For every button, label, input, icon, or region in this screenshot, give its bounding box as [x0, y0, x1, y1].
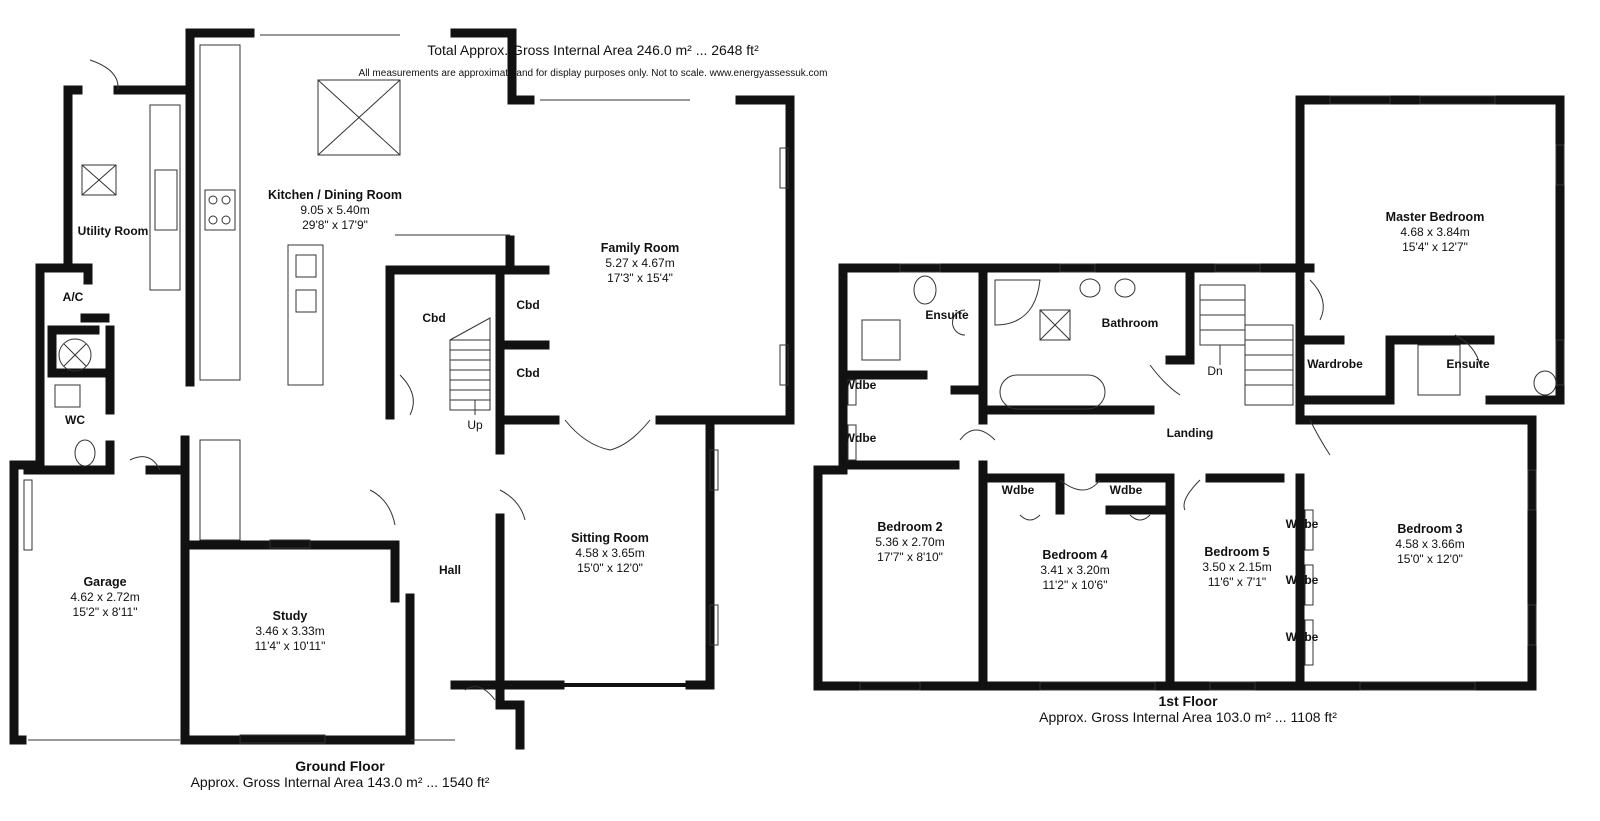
- label-wardrobe-7: Wdbe: [1285, 630, 1319, 644]
- room-metric: 3.50 x 2.15m: [1202, 560, 1272, 574]
- room-metric: 9.05 x 5.40m: [300, 203, 370, 217]
- room-garage: Garage 4.62 x 2.72m 15'2" x 8'11": [25, 575, 185, 620]
- label-utility-room: Utility Room: [77, 224, 149, 238]
- room-metric: 4.68 x 3.84m: [1400, 225, 1470, 239]
- first-floor-caption: 1st Floor Approx. Gross Internal Area 10…: [978, 693, 1398, 725]
- room-kitchen-dining: Kitchen / Dining Room 9.05 x 5.40m 29'8"…: [255, 188, 415, 233]
- room-imperial: 15'2" x 8'11": [72, 605, 138, 619]
- floor-name: Ground Floor: [295, 758, 385, 774]
- label-wardrobe-5: Wdbe: [1285, 517, 1319, 531]
- room-name: Master Bedroom: [1385, 210, 1485, 224]
- room-imperial: 15'0" x 12'0": [577, 561, 643, 575]
- label-wc: WC: [65, 413, 85, 427]
- room-master-bedroom: Master Bedroom 4.68 x 3.84m 15'4" x 12'7…: [1355, 210, 1515, 255]
- floor-area: Approx. Gross Internal Area 103.0 m² ...…: [1039, 709, 1337, 725]
- room-family: Family Room 5.27 x 4.67m 17'3" x 15'4": [560, 241, 720, 286]
- label-wardrobe-6: Wdbe: [1285, 573, 1319, 587]
- room-imperial: 11'4" x 10'11": [254, 639, 326, 653]
- label-landing: Landing: [1166, 426, 1214, 440]
- room-study: Study 3.46 x 3.33m 11'4" x 10'11": [210, 609, 370, 654]
- room-metric: 4.62 x 2.72m: [70, 590, 140, 604]
- room-name: Sitting Room: [571, 531, 649, 545]
- room-name: Kitchen / Dining Room: [267, 188, 403, 202]
- label-wardrobe: Wardrobe: [1307, 357, 1363, 371]
- room-metric: 5.36 x 2.70m: [875, 535, 945, 549]
- room-name: Bedroom 2: [877, 520, 943, 534]
- room-imperial: 17'3" x 15'4": [607, 271, 673, 285]
- label-ensuite-1: Ensuite: [925, 308, 969, 322]
- label-wardrobe-4: Wdbe: [1109, 483, 1143, 497]
- label-wardrobe-3: Wdbe: [1001, 483, 1035, 497]
- label-wardrobe-2: Wdbe: [843, 431, 877, 445]
- label-ac: A/C: [62, 290, 84, 304]
- room-imperial: 15'4" x 12'7": [1402, 240, 1468, 254]
- total-area-title: Total Approx. Gross Internal Area 246.0 …: [427, 42, 759, 58]
- room-bedroom-5: Bedroom 5 3.50 x 2.15m 11'6" x 7'1": [1157, 545, 1317, 590]
- room-name: Family Room: [600, 241, 680, 255]
- floor-name: 1st Floor: [1158, 693, 1218, 709]
- label-stairs-down: Dn: [1207, 364, 1223, 378]
- ground-floor-fittings: [23, 34, 789, 744]
- first-floor-walls: [813, 95, 1565, 691]
- room-imperial: 17'7" x 8'10": [877, 550, 943, 564]
- label-ensuite-2: Ensuite: [1446, 357, 1490, 371]
- disclaimer-note: All measurements are approximate and for…: [358, 68, 828, 79]
- ground-floor-caption: Ground Floor Approx. Gross Internal Area…: [130, 758, 550, 790]
- room-imperial: 11'6" x 7'1": [1207, 575, 1267, 589]
- room-imperial: 29'8" x 17'9": [302, 218, 368, 232]
- label-hall: Hall: [438, 563, 461, 577]
- room-name: Bedroom 5: [1204, 545, 1270, 559]
- room-bedroom-4: Bedroom 4 3.41 x 3.20m 11'2" x 10'6": [995, 548, 1155, 593]
- room-metric: 4.58 x 3.65m: [575, 546, 645, 560]
- room-imperial: 11'2" x 10'6": [1042, 578, 1108, 592]
- room-metric: 3.41 x 3.20m: [1040, 563, 1110, 577]
- label-cupboard-1: Cbd: [422, 311, 446, 325]
- room-metric: 3.46 x 3.33m: [255, 624, 325, 638]
- first-floor-fittings: [847, 95, 1565, 691]
- room-sitting: Sitting Room 4.58 x 3.65m 15'0" x 12'0": [530, 531, 690, 576]
- room-bedroom-2: Bedroom 2 5.36 x 2.70m 17'7" x 8'10": [830, 520, 990, 565]
- label-wardrobe-1: Wdbe: [843, 378, 877, 392]
- ground-floor-walls: [9, 28, 795, 750]
- room-imperial: 15'0" x 12'0": [1397, 552, 1463, 566]
- label-cupboard-2: Cbd: [516, 298, 540, 312]
- room-bedroom-3: Bedroom 3 4.58 x 3.66m 15'0" x 12'0": [1350, 522, 1510, 567]
- floor-area: Approx. Gross Internal Area 143.0 m² ...…: [190, 774, 490, 790]
- room-name: Bedroom 4: [1042, 548, 1108, 562]
- room-name: Garage: [83, 575, 127, 589]
- label-bathroom: Bathroom: [1101, 316, 1159, 330]
- room-name: Study: [272, 609, 308, 623]
- room-metric: 4.58 x 3.66m: [1395, 537, 1465, 551]
- room-metric: 5.27 x 4.67m: [605, 256, 675, 270]
- room-name: Bedroom 3: [1397, 522, 1463, 536]
- label-stairs-up: Up: [467, 418, 483, 432]
- label-cupboard-3: Cbd: [516, 366, 540, 380]
